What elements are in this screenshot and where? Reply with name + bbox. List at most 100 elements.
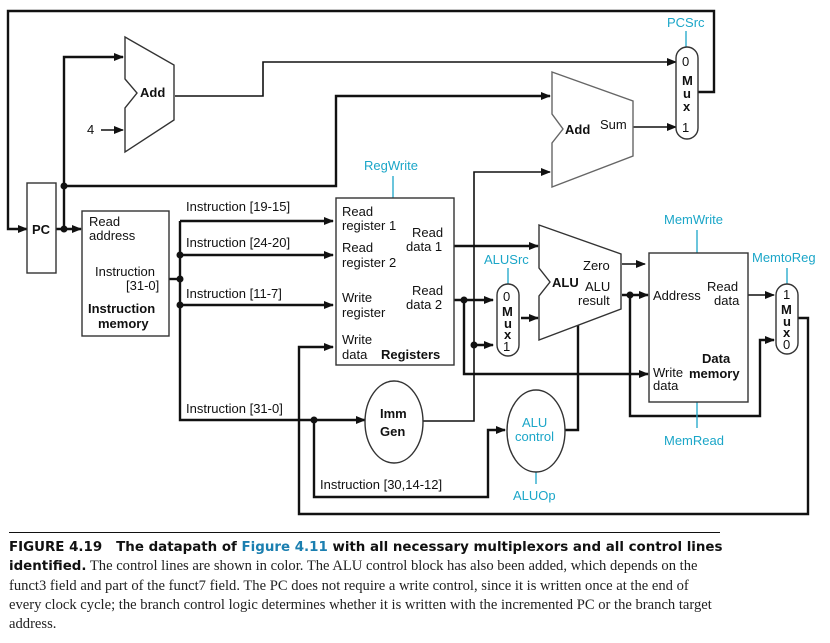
reg-write-reg-a: Write	[342, 290, 372, 305]
pc-mux-in0: 0	[682, 54, 689, 69]
figure-number: FIGURE 4.19	[9, 540, 103, 555]
alu-result-b: result	[578, 293, 610, 308]
label-instr-24-20: Instruction [24-20]	[186, 235, 290, 250]
instr-mem-name-2: memory	[98, 316, 149, 331]
mem-mux-m: M	[781, 302, 792, 317]
reg-read-data1-b: data 1	[406, 239, 442, 254]
wire-pc-to-branch-add	[64, 92, 551, 188]
reg-write-data-a: Write	[342, 332, 372, 347]
wire-immgen-out	[423, 168, 551, 422]
reg-write-reg-b: register	[342, 305, 386, 320]
data-mem-read-a: Read	[707, 279, 738, 294]
figure-title-part2: with all necessary multiplexors and all …	[9, 540, 723, 575]
figure-caption: FIGURE 4.19 The datapath of Figure 4.11 …	[9, 538, 724, 634]
pc-label: PC	[32, 222, 51, 237]
alu-control	[506, 389, 566, 473]
alu-mux-in0: 0	[503, 289, 510, 304]
register-file	[335, 197, 455, 366]
reg-read-reg2-a: Read	[342, 240, 373, 255]
instr-mem-instruction-label: Instruction	[95, 264, 155, 279]
pc-register	[26, 182, 57, 274]
branch-adder-label: Add	[565, 122, 590, 137]
signal-aluop: ALUOp	[513, 488, 556, 503]
instr-mem-name-1: Instruction	[88, 301, 155, 316]
signal-pcsrc: PCSrc	[667, 15, 705, 30]
alu-mux-u: u	[504, 316, 512, 331]
wire-add-to-pcmux	[175, 58, 677, 97]
mem-mux-u: u	[783, 314, 791, 329]
alu-result-a: ALU	[585, 279, 610, 294]
reg-read-reg2-b: register 2	[342, 255, 396, 270]
caption-divider	[9, 532, 720, 533]
wire-rd2-to-memwrite	[462, 300, 649, 378]
label-instr-30-14-12: Instruction [30,14-12]	[320, 477, 442, 492]
alu-mux-in1: 1	[503, 339, 510, 354]
branch-adder-sum: Sum	[600, 117, 627, 132]
imm-gen-label-1: Imm	[380, 406, 407, 421]
pc-mux-u: u	[683, 86, 691, 101]
alu-mux-m: M	[502, 304, 513, 319]
pc-adder	[124, 35, 175, 154]
data-mem-name-2: memory	[689, 366, 740, 381]
pc-mux-in1: 1	[682, 120, 689, 135]
figure-title-part1: The datapath of	[116, 540, 242, 555]
data-mem-name-1: Data	[702, 351, 731, 366]
instr-mem-address-label: address	[89, 228, 136, 243]
reg-read-reg1-a: Read	[342, 204, 373, 219]
data-memory	[648, 252, 749, 403]
wire-pc-to-add	[62, 53, 124, 229]
wire-instr-vertical	[178, 221, 300, 422]
mem-mux-x: x	[783, 325, 791, 340]
alu-mux	[496, 283, 520, 357]
reg-read-data2-b: data 2	[406, 297, 442, 312]
signal-regwrite: RegWrite	[364, 158, 418, 173]
wire-aluresult-to-memmux	[628, 295, 775, 418]
data-mem-write-b: data	[653, 378, 679, 393]
wire-instr-to-alucontrol	[312, 420, 506, 499]
wire-writeback	[297, 316, 810, 516]
junction	[60, 225, 68, 233]
instr-mem-read-label: Read	[89, 214, 120, 229]
reg-read-reg1-b: register 1	[342, 218, 396, 233]
label-instr-31-0: Instruction [31-0]	[186, 401, 283, 416]
junction	[60, 182, 68, 190]
signal-memwrite: MemWrite	[664, 212, 723, 227]
signal-alusrc: ALUSrc	[484, 252, 529, 267]
constant-four: 4	[87, 122, 94, 137]
pc-mux	[675, 46, 699, 140]
alu-mux-x: x	[504, 327, 512, 342]
memtoreg-mux	[775, 283, 799, 355]
figure-link[interactable]: Figure 4.11	[241, 540, 328, 555]
pc-adder-label: Add	[140, 85, 165, 100]
reg-read-data2-a: Read	[412, 283, 443, 298]
pc-mux-x: x	[683, 99, 691, 114]
label-instr-11-7: Instruction [11-7]	[186, 286, 282, 301]
alu-control-label-1: ALU	[522, 415, 547, 430]
reg-read-data1-a: Read	[412, 225, 443, 240]
datapath-diagram: PC Add 4 Add Sum 0 M u x 1 Read address …	[6, 9, 816, 516]
imm-gen	[364, 380, 424, 464]
alu-zero: Zero	[583, 258, 610, 273]
mem-mux-in1: 1	[783, 287, 790, 302]
pc-mux-m: M	[682, 73, 693, 88]
alu-name: ALU	[552, 275, 579, 290]
mem-mux-in0: 0	[783, 337, 790, 352]
wire-alucontrol-to-alu	[560, 325, 580, 432]
data-mem-read-b: data	[714, 293, 740, 308]
branch-adder	[551, 71, 634, 189]
signal-memread: MemRead	[664, 433, 724, 448]
reg-write-data-b: data	[342, 347, 368, 362]
instr-mem-range-label: [31-0]	[126, 278, 159, 293]
alu-control-label-2: control	[515, 429, 554, 444]
junction	[176, 275, 184, 283]
alu	[538, 224, 622, 342]
imm-gen-label-2: Gen	[380, 424, 405, 439]
instruction-memory	[81, 210, 170, 337]
data-mem-address: Address	[653, 288, 701, 303]
figure-body: The control lines are shown in color. Th…	[9, 558, 712, 633]
data-mem-write-a: Write	[653, 365, 683, 380]
label-instr-19-15: Instruction [19-15]	[186, 199, 290, 214]
signal-memtoreg: MemtoReg	[752, 250, 816, 265]
registers-name: Registers	[381, 347, 440, 362]
wire-pcmux-to-pc	[6, 9, 716, 233]
